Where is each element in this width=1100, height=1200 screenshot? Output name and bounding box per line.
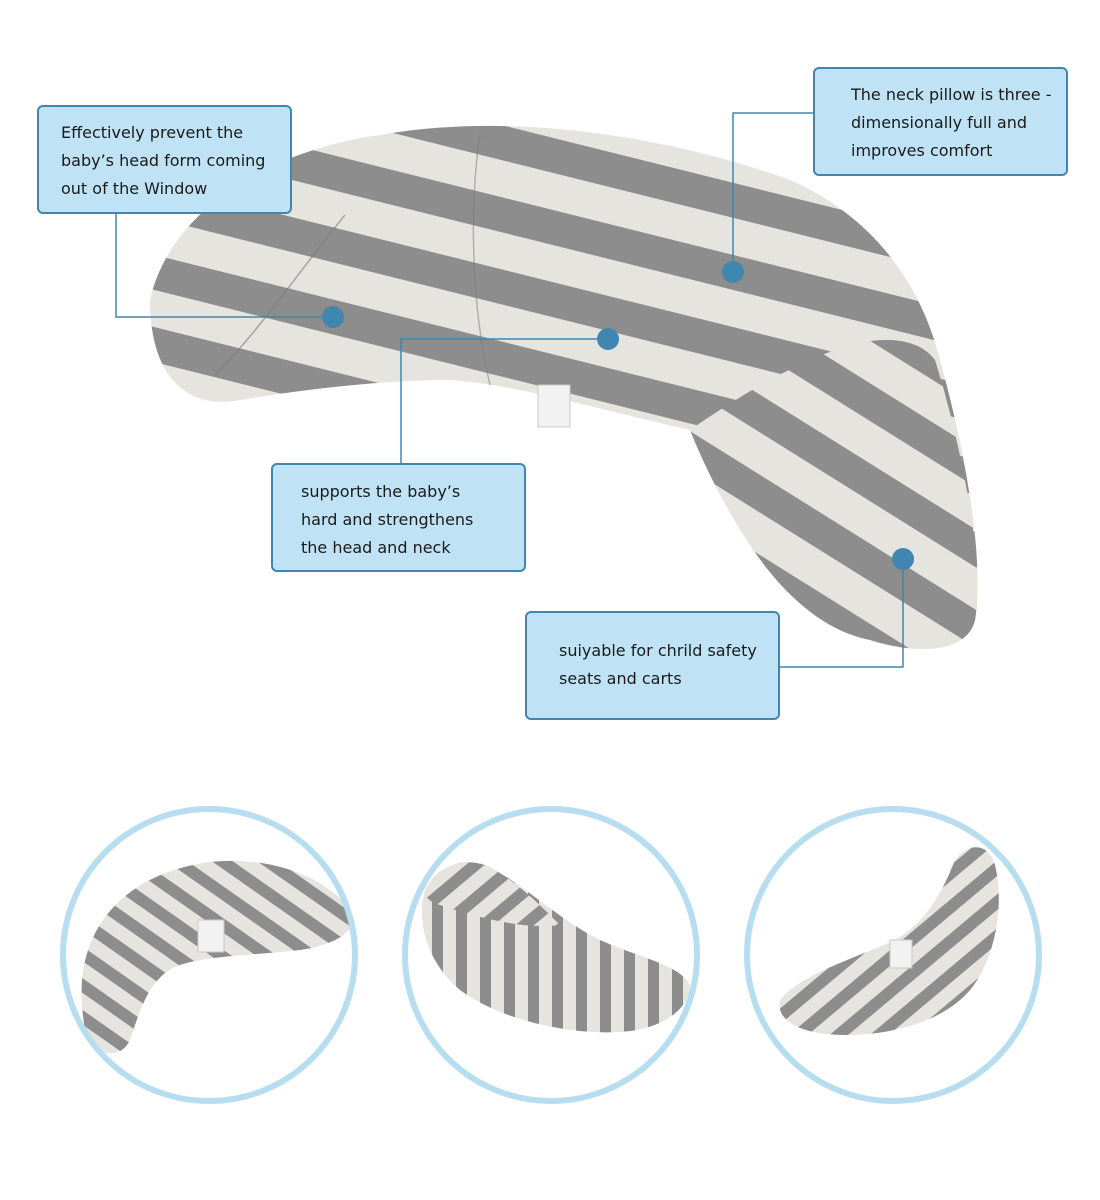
- callout-safety-seats: suiyable for chrild safety seats and car…: [525, 611, 780, 720]
- pillow-wing-right: [690, 340, 978, 649]
- pillow-main-image: [150, 125, 978, 649]
- thumbnail-view-2: [402, 806, 700, 1104]
- callout-three-d-text: The neck pillow is three - dimensionally…: [851, 85, 1052, 160]
- leader-line-seats: [780, 559, 904, 668]
- callout-three-dimensional-comfort: The neck pillow is three - dimensionally…: [813, 67, 1068, 176]
- marker-dot-seats: [892, 548, 914, 570]
- leader-line-window: [115, 214, 333, 318]
- marker-dot-window: [322, 306, 344, 328]
- callout-support-text: supports the baby’s hard and strengthens…: [301, 482, 474, 557]
- callout-window-text: Effectively prevent the baby’s head form…: [61, 123, 266, 198]
- leader-line-three-d: [732, 112, 813, 272]
- callout-window-protection: Effectively prevent the baby’s head form…: [37, 105, 292, 214]
- callout-seats-text: suiyable for chrild safety seats and car…: [559, 641, 757, 688]
- annotation-leaders: [115, 112, 914, 668]
- leader-line-support: [400, 338, 608, 463]
- marker-dot-three-d: [722, 261, 744, 283]
- thumbnail-view-1: [60, 806, 358, 1104]
- pillow-seam-center: [472, 134, 491, 386]
- callout-head-neck-support: supports the baby’s hard and strengthens…: [271, 463, 526, 572]
- thumbnail-view-3: [744, 806, 1042, 1104]
- pillow-tag: [537, 384, 571, 428]
- marker-dot-support: [597, 328, 619, 350]
- pillow-seam-left: [214, 214, 346, 376]
